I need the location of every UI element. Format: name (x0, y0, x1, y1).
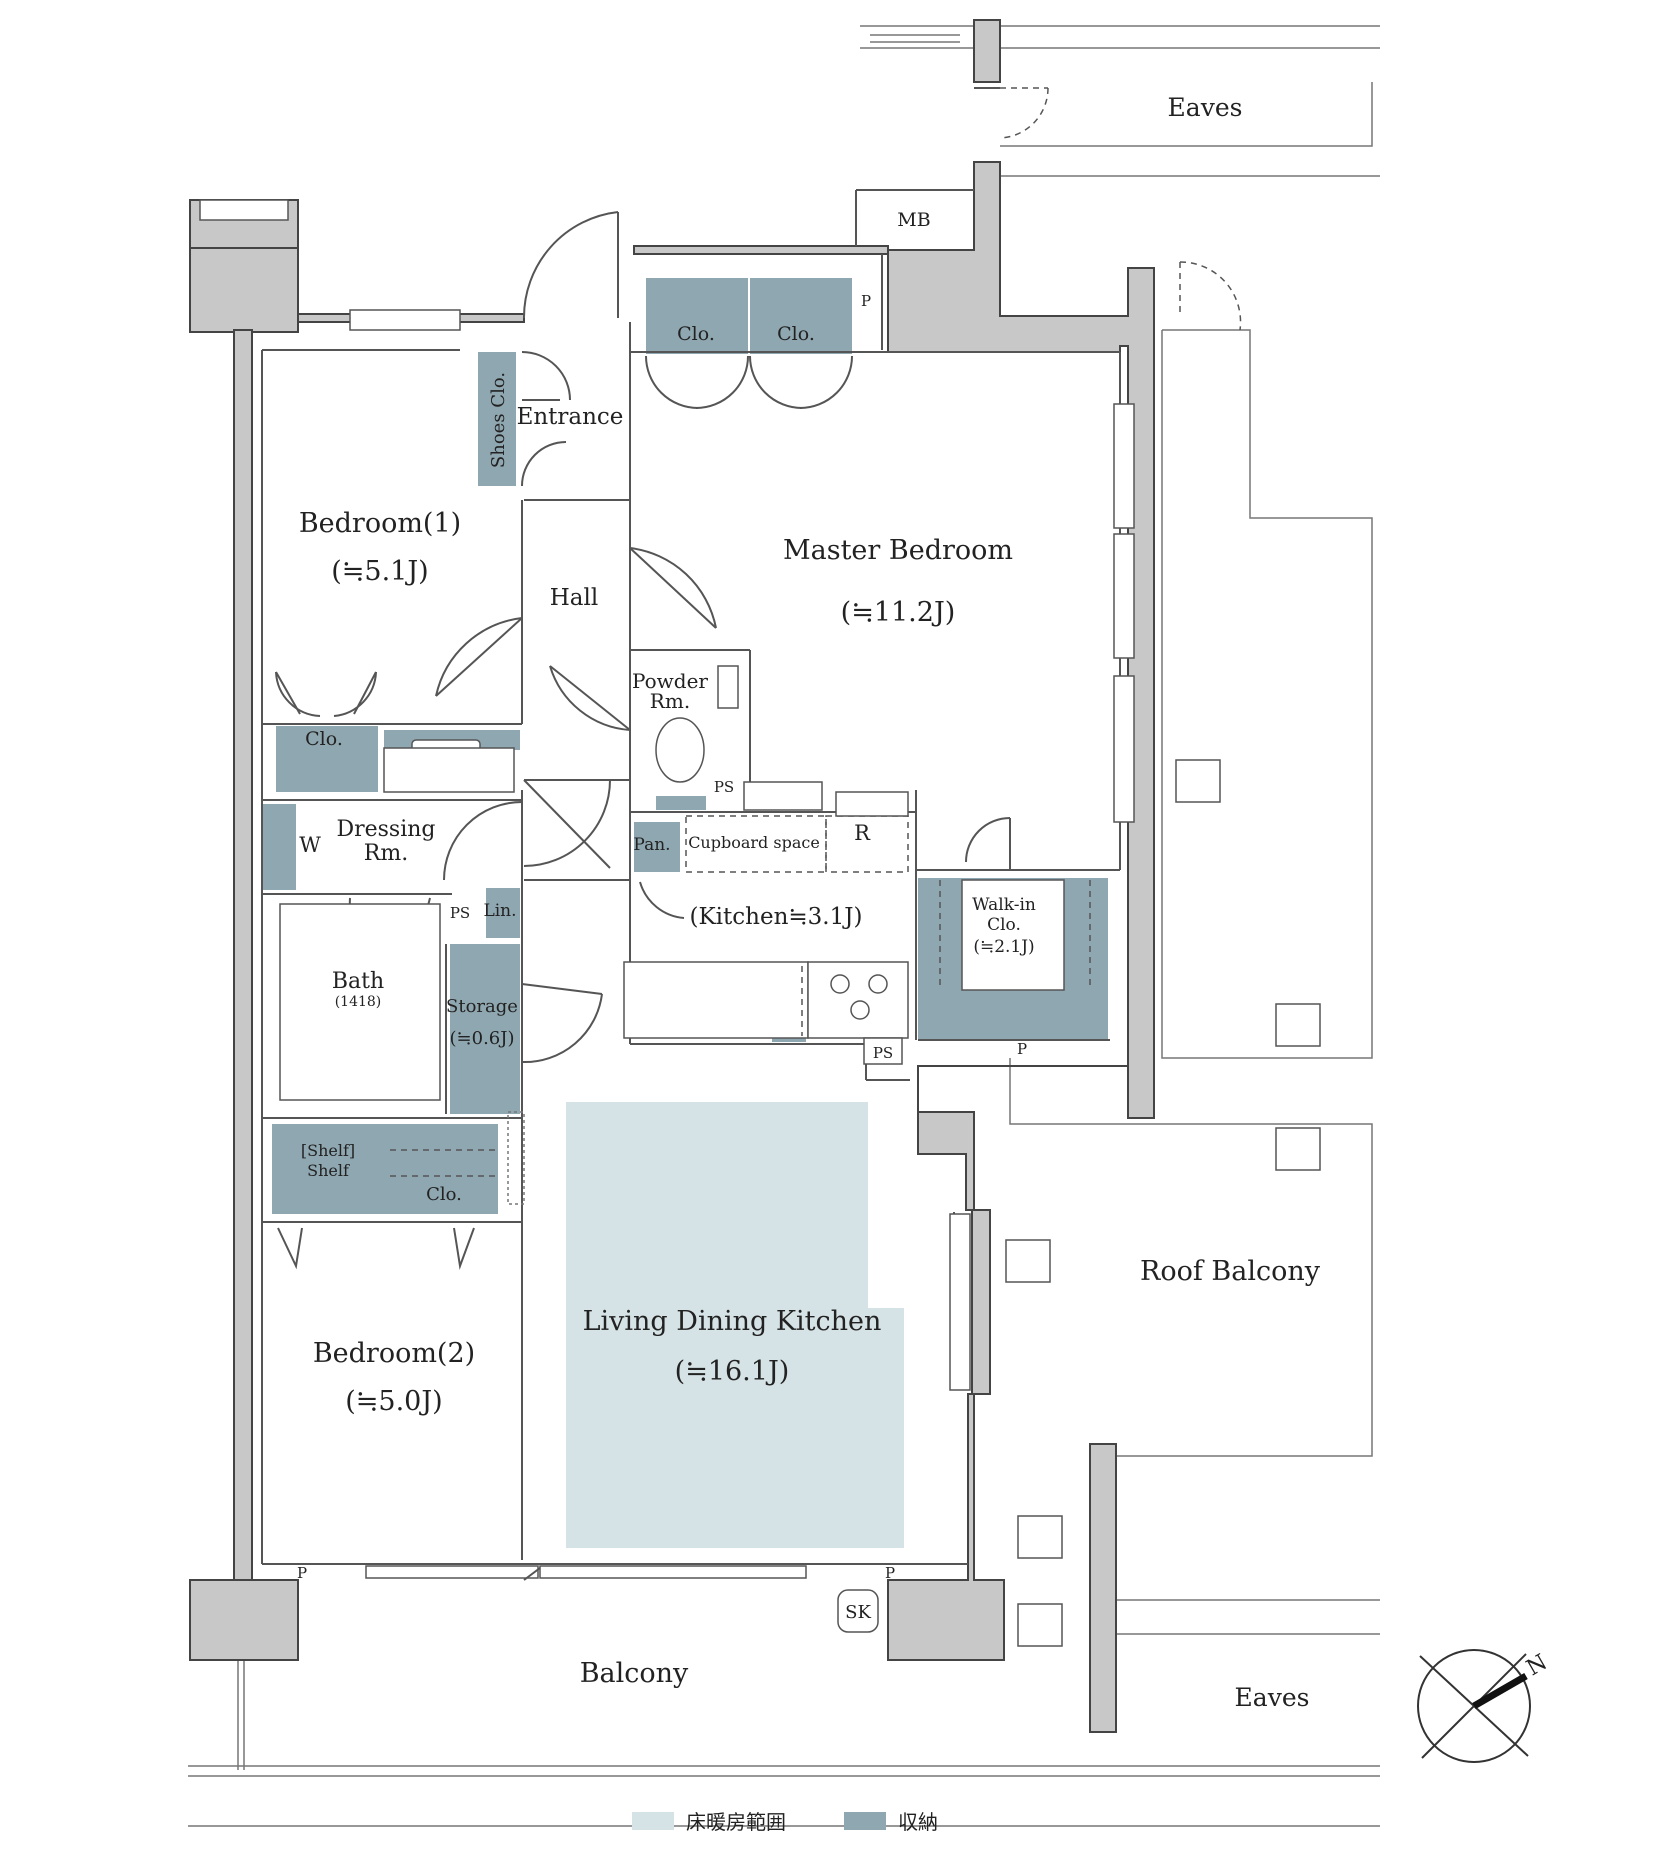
legend-storage-label: 収納 (898, 1810, 938, 1834)
label-cupboard: Cupboard space (688, 833, 820, 852)
fixtures (279, 665, 1321, 1647)
dressing-shelf-fill (262, 804, 296, 890)
pan-fill (634, 822, 680, 872)
compass: N (1417, 1649, 1552, 1763)
label-bedroom1-size: (≒5.1J) (331, 556, 428, 587)
label-p-balcony: P (885, 1564, 895, 1582)
label-master-name: Master Bedroom (783, 535, 1013, 566)
label-walkin-2: Clo. (987, 915, 1021, 935)
label-hall: Hall (550, 585, 598, 611)
label-walkin-3: (≒2.1J) (973, 937, 1034, 957)
label-storage-size: (≒0.6J) (450, 1028, 515, 1049)
label-shelf-2: Shelf (307, 1161, 350, 1180)
label-pan: Pan. (633, 835, 670, 855)
label-lin: Lin. (483, 901, 516, 921)
label-dressing-1: Dressing (336, 817, 435, 842)
label-powder-1: Powder (632, 669, 708, 693)
compass-north-needle (1472, 1672, 1528, 1710)
room-labels: Eaves MB P Clo. Clo. Shoes Clo. Entrance… (297, 93, 1321, 1712)
label-ps-powder: PS (714, 778, 734, 796)
lin-fill (486, 888, 520, 938)
label-eaves-top: Eaves (1168, 93, 1243, 122)
label-shoes-clo: Shoes Clo. (488, 372, 509, 468)
label-r: R (854, 821, 871, 845)
label-entrance: Entrance (517, 404, 624, 430)
label-ldk-name: Living Dining Kitchen (583, 1306, 882, 1337)
label-roof-balcony: Roof Balcony (1140, 1256, 1321, 1287)
label-ps-bath: PS (450, 904, 470, 922)
label-shelf-1: [Shelf] (301, 1141, 355, 1160)
label-ps-kitchen: PS (873, 1044, 893, 1062)
label-master-size: (≒11.2J) (841, 597, 956, 628)
label-walkin-1: Walk-in (972, 895, 1036, 915)
label-eaves-bottom: Eaves (1235, 1683, 1310, 1712)
legend-heating-label: 床暖房範囲 (686, 1810, 786, 1834)
label-p-walkin: P (1017, 1040, 1027, 1058)
storage-fill (450, 944, 520, 1114)
label-bedroom1-name: Bedroom(1) (299, 508, 461, 539)
label-bedroom2-name: Bedroom(2) (313, 1338, 475, 1369)
label-mb: MB (897, 209, 930, 231)
label-bedroom2-size: (≒5.0J) (345, 1386, 442, 1417)
clo-b2-fill (390, 1124, 498, 1214)
legend: 床暖房範囲 収納 (632, 1810, 938, 1834)
label-dressing-2: Rm. (364, 841, 408, 866)
label-powder-2: Rm. (650, 689, 690, 713)
label-ldk-size: (≒16.1J) (675, 1356, 790, 1387)
legend-heating-swatch (632, 1812, 674, 1830)
legend-storage-swatch (844, 1812, 886, 1830)
label-sk: SK (845, 1602, 871, 1623)
label-p-bed2: P (297, 1564, 307, 1582)
clo-b1-fill (276, 726, 378, 792)
label-storage: Storage (446, 996, 518, 1017)
label-w: W (299, 833, 321, 857)
label-bath: Bath (332, 969, 384, 994)
clo-m2-fill (750, 278, 852, 354)
label-p-top: P (861, 292, 871, 310)
clo-m1-fill (646, 278, 748, 354)
label-clo-b1: Clo. (305, 728, 343, 750)
label-clo-m2: Clo. (777, 323, 815, 345)
shoes-clo-fill (478, 352, 516, 486)
label-bath-size: (1418) (335, 994, 382, 1010)
label-clo-m1: Clo. (677, 323, 715, 345)
compass-north-label: N (1523, 1650, 1552, 1681)
shelf-fill (272, 1124, 390, 1214)
toilet (655, 717, 705, 783)
storage-areas (262, 278, 1108, 1214)
windows (199, 199, 1135, 1579)
toilet-tank-fill (656, 796, 706, 810)
label-balcony: Balcony (580, 1658, 689, 1689)
floor-heating-area (566, 1102, 904, 1548)
label-kitchen: (Kitchen≒3.1J) (690, 904, 863, 930)
label-clo-b2: Clo. (426, 1184, 462, 1205)
